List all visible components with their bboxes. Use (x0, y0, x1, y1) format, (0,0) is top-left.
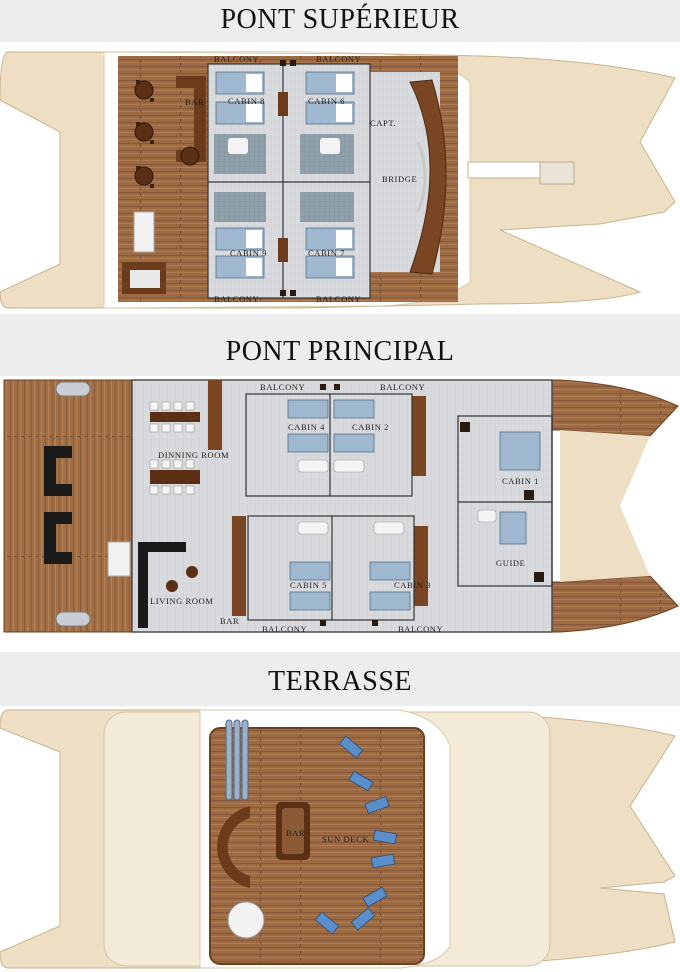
upper-deck-header (0, 0, 680, 42)
main-balcony-n2-label: BALCONY (380, 382, 425, 392)
main-cabin3-label: CABIN 3 (394, 580, 431, 590)
upper-deck-plan: BALCONY BALCONY BALCONY BALCONY BAR CABI… (0, 51, 676, 309)
main-cabin4-label: CABIN 4 (288, 422, 325, 432)
upper-balcony-ne-label: BALCONY (316, 54, 361, 64)
main-deck-title: PONT PRINCIPAL (225, 336, 455, 367)
upper-balcony-se-label: BALCONY (316, 294, 361, 304)
main-dining-label: DINNING ROOM (158, 450, 229, 460)
main-cabin2-label: CABIN 2 (352, 422, 389, 432)
terrace-deck-header (0, 652, 680, 706)
main-guide-label: GUIDE (496, 558, 525, 568)
terrace-deck-title: TERRASSE (267, 666, 413, 697)
upper-bridge-label: BRIDGE (382, 174, 417, 184)
main-living-label: LIVING ROOM (150, 596, 214, 606)
upper-capt-label: CAPT. (370, 118, 396, 128)
upper-balcony-nw-label: BALCONY (214, 54, 259, 64)
upper-bar-label: BAR (185, 97, 204, 107)
upper-deck-title: PONT SUPÉRIEUR (220, 4, 460, 35)
main-cabin5-label: CABIN 5 (290, 580, 327, 590)
main-balcony-n1-label: BALCONY (260, 382, 305, 392)
upper-cabin6-label: CABIN 6 (308, 96, 345, 106)
terrace-bar-label: BAR (286, 828, 305, 838)
main-balcony-s2-label: BALCONY (398, 624, 443, 634)
main-bar-label: BAR (220, 616, 239, 626)
upper-cabin8-label: CABIN 8 (228, 96, 265, 106)
main-interior (132, 380, 552, 632)
main-deck-header (0, 314, 680, 376)
main-balcony-s1-label: BALCONY (262, 624, 307, 634)
upper-cabin7-label: CABIN 7 (308, 248, 345, 258)
main-cabin1-label: CABIN 1 (502, 476, 539, 486)
terrace-deck-plan: BAR SUN DECK (0, 709, 676, 969)
upper-cabin9-label: CABIN 9 (230, 248, 267, 258)
main-deck-plan: BALCONY BALCONY BALCONY BALCONY DINNING … (3, 379, 679, 634)
upper-balcony-sw-label: BALCONY (214, 294, 259, 304)
terrace-sundeck-label: SUN DECK (322, 834, 369, 844)
